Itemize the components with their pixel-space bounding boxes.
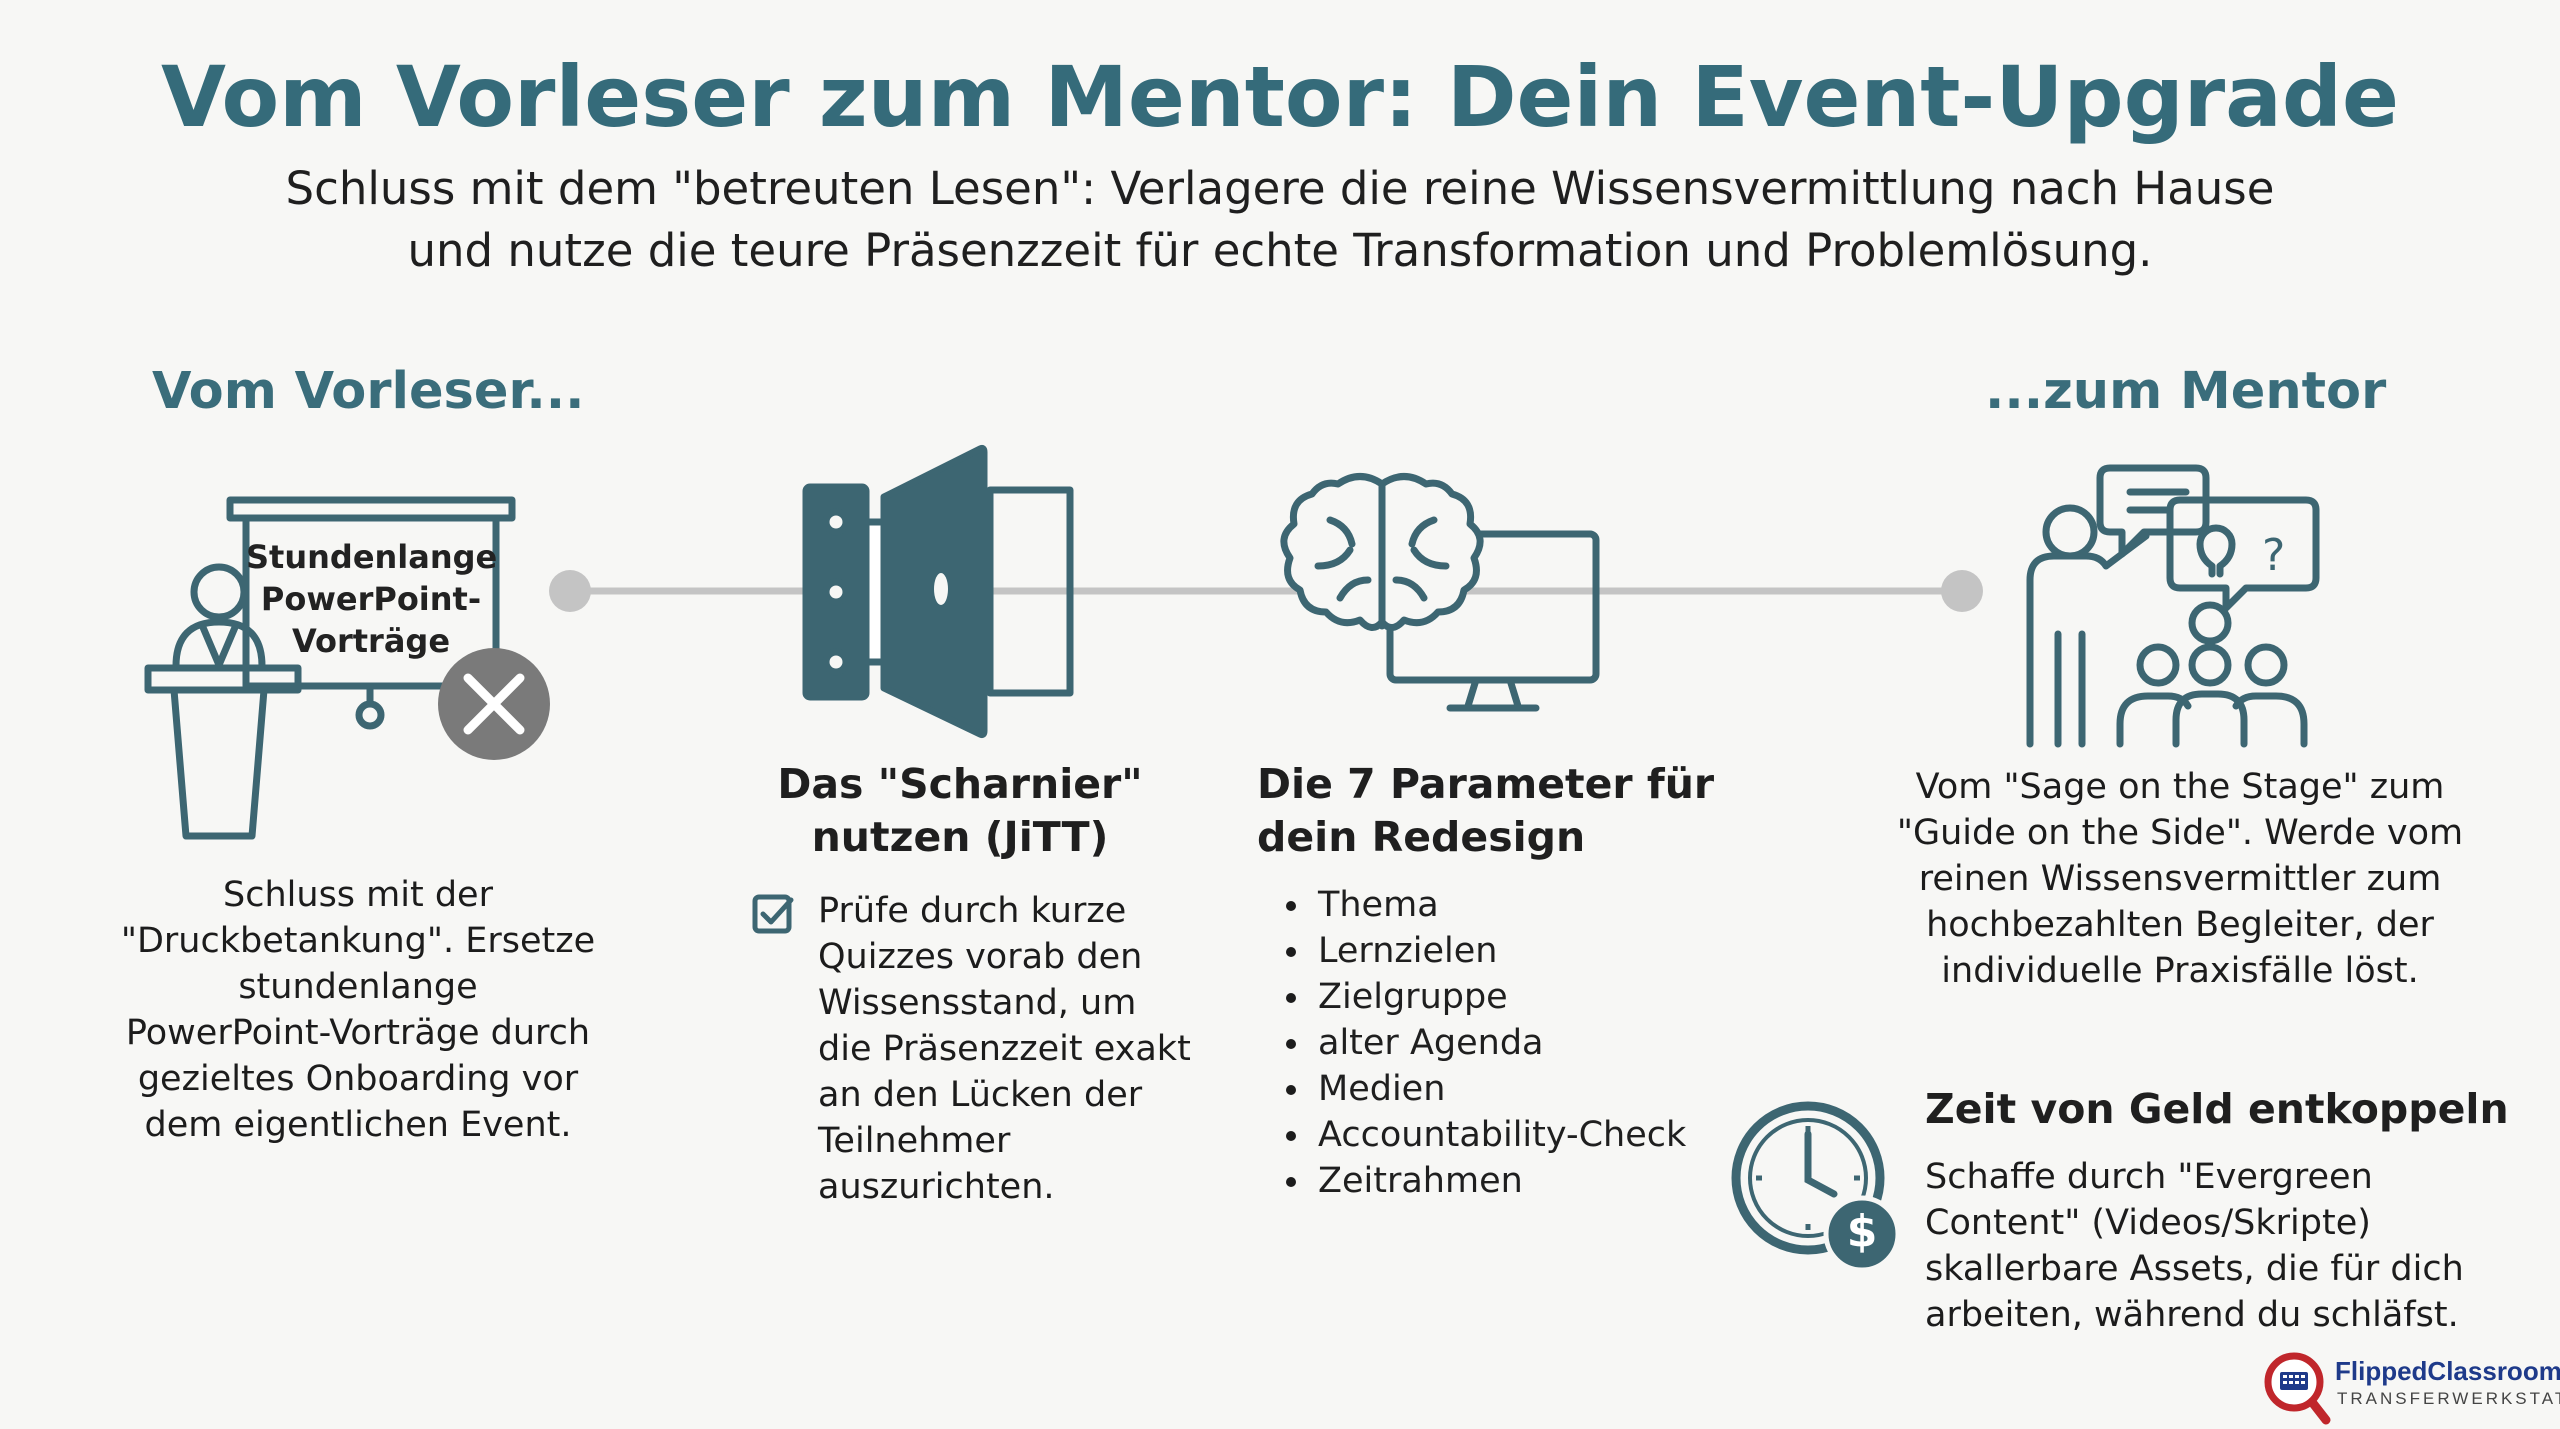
desc-line: individuelle Praxisfälle löst. xyxy=(1941,951,2419,991)
svg-text:?: ? xyxy=(2262,530,2285,581)
desc-line: Schluss mit der xyxy=(223,875,493,915)
desc-line: Schaffe durch "Evergreen xyxy=(1925,1157,2373,1197)
desc-line: Prüfe durch kurze xyxy=(818,891,1127,931)
desc-line: auszurichten. xyxy=(818,1167,1055,1207)
logo-name: FlippedClassroom xyxy=(2335,1356,2560,1386)
list-item: Zeitrahmen xyxy=(1282,1158,1686,1204)
screen-label: Stundenlange PowerPoint- Vorträge xyxy=(246,536,498,662)
left-description: Schluss mit der "Druckbetankung". Ersetz… xyxy=(108,872,608,1148)
clock-money-icon xyxy=(1731,1101,1901,1273)
hinge-door-icon xyxy=(802,444,1074,739)
timeline-start-dot xyxy=(549,570,591,612)
desc-line: gezieltes Onboarding vor xyxy=(137,1059,579,1099)
logo-tagline: TRANSFERWERKSTATT xyxy=(2337,1389,2560,1408)
title-line: dein Redesign xyxy=(1257,813,1586,861)
desc-line: Quizzes vorab den xyxy=(818,937,1143,977)
desc-line: arbeiten, während du schläfst. xyxy=(1925,1295,2459,1335)
right-heading: ...zum Mentor xyxy=(1985,362,2387,421)
desc-line: "Druckbetankung". Ersetze xyxy=(120,921,596,961)
params-title: Die 7 Parameter für dein Redesign xyxy=(1257,758,1757,864)
cancel-icon xyxy=(438,648,550,760)
desc-line: an den Lücken der xyxy=(818,1075,1143,1115)
decouple-title: Zeit von Geld entkoppeln xyxy=(1925,1085,2509,1133)
page-title: Vom Vorleser zum Mentor: Dein Event-Upgr… xyxy=(161,48,2399,146)
screen-line: PowerPoint- xyxy=(260,580,482,618)
dollar-icon: $ xyxy=(1846,1206,1878,1257)
subtitle-line: und nutze die teure Präsenzzeit für echt… xyxy=(407,224,2153,277)
checkbox-icon xyxy=(752,894,794,934)
screen-line: Vorträge xyxy=(291,622,451,660)
desc-line: dem eigentlichen Event. xyxy=(144,1105,572,1145)
desc-line: hochbezahlten Begleiter, der xyxy=(1926,905,2434,945)
timeline-end-dot xyxy=(1941,570,1983,612)
screen-line: Stundenlange xyxy=(246,538,498,576)
mentor-group-icon: ? xyxy=(2026,464,2320,748)
list-item: Thema xyxy=(1282,882,1686,928)
list-item: Accountability-Check xyxy=(1282,1112,1686,1158)
list-item: alter Agenda xyxy=(1282,1020,1686,1066)
hinge-description: Prüfe durch kurze Quizzes vorab den Wiss… xyxy=(818,888,1218,1210)
hinge-title: Das "Scharnier" nutzen (JiTT) xyxy=(760,758,1160,864)
desc-line: skallerbare Assets, die für dich xyxy=(1925,1249,2464,1289)
logo-icon xyxy=(2264,1352,2331,1425)
subtitle-line: Schluss mit dem "betreuten Lesen": Verla… xyxy=(285,162,2275,215)
desc-line: Content" (Videos/Skripte) xyxy=(1925,1203,2371,1243)
page-subtitle: Schluss mit dem "betreuten Lesen": Verla… xyxy=(280,158,2280,282)
title-line: Das "Scharnier" xyxy=(777,760,1143,808)
mentor-description: Vom "Sage on the Stage" zum "Guide on th… xyxy=(1880,764,2480,994)
left-heading: Vom Vorleser... xyxy=(152,362,585,421)
desc-line: Vom "Sage on the Stage" zum xyxy=(1915,767,2445,807)
desc-line: "Guide on the Side". Werde vom xyxy=(1896,813,2464,853)
brain-monitor-icon xyxy=(1280,473,1600,712)
desc-line: reinen Wissensvermittler zum xyxy=(1918,859,2442,899)
params-list: Thema Lernzielen Zielgruppe alter Agenda… xyxy=(1282,882,1686,1204)
list-item: Zielgruppe xyxy=(1282,974,1686,1020)
desc-line: stundenlange xyxy=(238,967,478,1007)
list-item: Lernzielen xyxy=(1282,928,1686,974)
list-item: Medien xyxy=(1282,1066,1686,1112)
desc-line: Teilnehmer xyxy=(818,1121,1011,1161)
desc-line: PowerPoint-Vorträge durch xyxy=(125,1013,591,1053)
presenter-icon xyxy=(144,496,516,840)
title-line: Die 7 Parameter für xyxy=(1257,760,1715,808)
title-line: nutzen (JiTT) xyxy=(811,813,1109,861)
desc-line: Wissensstand, um xyxy=(818,983,1137,1023)
desc-line: die Präsenzzeit exakt xyxy=(818,1029,1191,1069)
decouple-description: Schaffe durch "Evergreen Content" (Video… xyxy=(1925,1154,2465,1338)
